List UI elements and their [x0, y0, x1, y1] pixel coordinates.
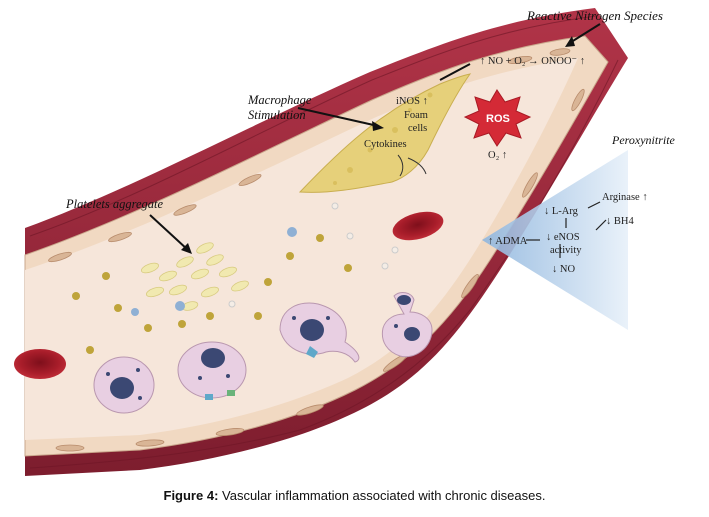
o2-text: O₂ ↑ — [488, 150, 507, 161]
ros-text: ROS — [486, 113, 510, 125]
red-blood-cell — [14, 349, 66, 379]
foam-cell-plaque — [298, 73, 472, 193]
figure-caption-label: Figure 4: — [163, 488, 219, 503]
ros-star — [463, 89, 532, 147]
plaque-texture — [333, 92, 433, 185]
figure-caption-text: Vascular inflammation associated with ch… — [218, 488, 546, 503]
arrowheads — [181, 36, 575, 254]
enos-text: ↓ eNOS — [546, 232, 580, 243]
wall-striations — [29, 15, 619, 469]
foam-text: Foam — [404, 110, 428, 121]
leukocyte — [93, 356, 155, 414]
label-reactive-nitrogen-species: Reactive Nitrogen Species — [526, 8, 663, 23]
arginase-text: Arginase ↑ — [602, 192, 648, 203]
leukocyte-transmigrating — [381, 292, 433, 358]
blood-particles — [72, 202, 399, 354]
platelet-cluster — [141, 242, 249, 311]
cytokines-text: Cytokines — [364, 139, 407, 150]
l-arg-text: ↓ L-Arg — [544, 206, 579, 217]
leader-arrows — [149, 23, 601, 251]
cytokine-release-arrows — [397, 154, 427, 177]
adma-text: ↑ ADMA — [488, 236, 528, 247]
endothelial-nuclei-lower — [55, 88, 585, 452]
label-macrophage: Macrophage — [247, 93, 312, 107]
inos-text: iNOS ↑ — [396, 96, 428, 107]
label-peroxynitrite: Peroxynitrite — [611, 133, 676, 147]
bh4-text: ↓ BH4 — [606, 216, 634, 227]
reaction-equation: ↑ NO + O₂ → ONOO⁻ ↑ — [480, 56, 585, 67]
pathway-arrows — [526, 201, 607, 258]
enos-activity-text: activity — [550, 245, 582, 256]
label-stimulation: Stimulation — [248, 108, 306, 122]
vessel-lumen — [25, 58, 578, 440]
cells-text: cells — [408, 123, 427, 134]
no-text: ↓ NO — [552, 264, 575, 275]
red-blood-cell — [392, 211, 444, 241]
figure-caption: Figure 4: Vascular inflammation associat… — [0, 488, 709, 503]
pathway-triangle — [482, 150, 628, 330]
label-platelets-aggregate: Platelets aggregate — [65, 197, 164, 211]
leukocyte — [177, 341, 247, 400]
leukocyte — [279, 302, 360, 363]
endothelial-nuclei-upper — [48, 48, 571, 263]
